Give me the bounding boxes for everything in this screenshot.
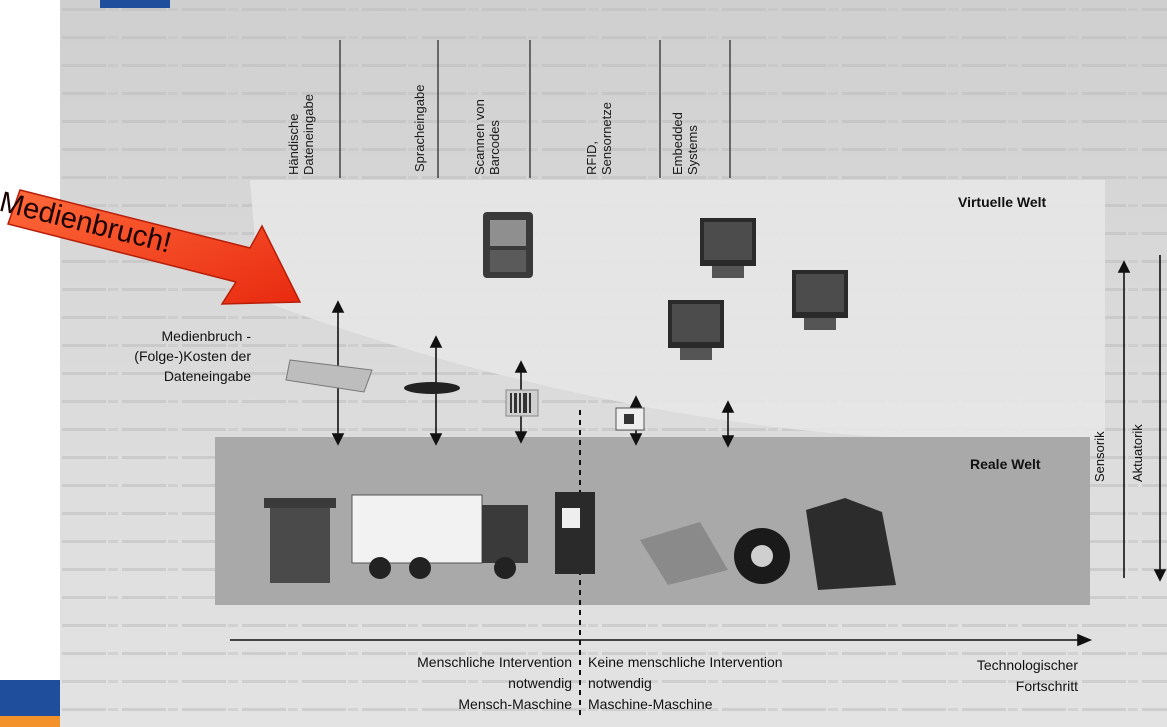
medienbruch-cost-line3: Dateneingabe [163,368,251,384]
computer-image [792,270,848,330]
medienbruch-cost-label: Medienbruch - (Folge-)Kosten der Datenei… [96,326,251,386]
sensorik-label: Sensorik [1092,431,1107,482]
real-world-label: Reale Welt [970,456,1041,472]
tech-progress-line1: Technologischer [976,657,1078,673]
column-label-embedded: Embedded Systems [670,112,700,175]
keyboard-image [285,359,373,393]
barcode-scanner-device-image [483,212,533,278]
jacket-image [806,498,896,590]
medienbruch-callout-arrow [7,189,302,305]
medienbruch-cost-line1: Medienbruch - [161,328,252,344]
human-intervention-line2: notwendig [508,675,572,691]
aktuatorik-arrow [1153,255,1167,582]
cow-image [555,492,595,574]
computer-image [700,218,756,278]
meat-package-image [640,522,728,585]
column-label-voice-input: Spracheingabe [412,84,427,172]
real-world-band [215,437,1090,605]
double-arrow [331,300,345,446]
slide-margin [0,0,60,727]
column-label-manual-input: Händische Dateneingabe [286,94,316,175]
barcode-image [505,389,539,417]
no-human-intervention-line2: notwendig [588,675,652,691]
slide-accent-orange [0,716,60,727]
aktuatorik-label: Aktuatorik [1130,424,1145,482]
sensorik-arrow [1117,260,1131,578]
human-intervention-line1: Menschliche Intervention [417,654,572,670]
human-intervention-line3: Mensch-Maschine [458,696,572,712]
tech-progress-line2: Fortschritt [1015,678,1078,694]
human-intervention-text: Menschliche Intervention notwendig Mensc… [300,652,572,715]
slide-title-fragment [100,0,170,8]
virtual-world-label: Virtuelle Welt [958,194,1047,210]
waste-bin-image [264,498,336,583]
computer-image [668,300,724,360]
tire-image [734,528,790,584]
microphone-image [404,382,460,394]
tech-progress-text: Technologischer Fortschritt [910,655,1078,697]
truck-image [351,494,528,579]
no-human-intervention-line1: Keine menschliche Intervention [588,654,783,670]
rfid-tag-image [615,407,645,431]
slide-accent-blue [0,680,60,716]
column-label-barcode: Scannen von Barcodes [472,99,502,175]
column-label-rfid: RFID, Sensornetze [584,102,614,175]
no-human-intervention-text: Keine menschliche Intervention notwendig… [588,652,908,715]
medienbruch-cost-line2: (Folge-)Kosten der [134,348,251,364]
double-arrow [721,400,735,448]
progress-axis-arrow [230,633,1093,647]
no-human-intervention-line3: Maschine-Maschine [588,696,713,712]
